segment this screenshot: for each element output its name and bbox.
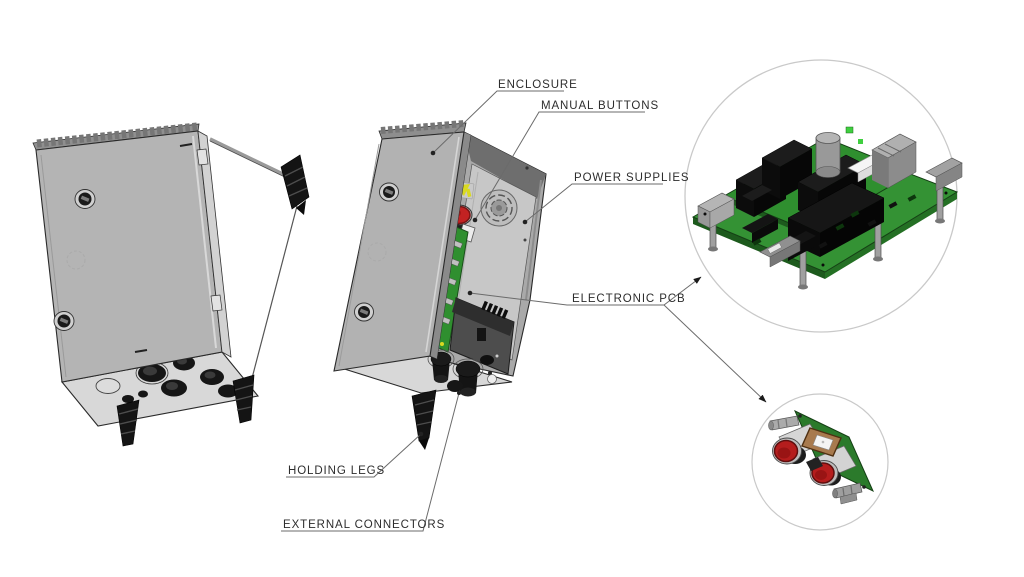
antenna-module	[801, 427, 842, 457]
label-power-supplies: POWER SUPPLIES	[574, 172, 690, 184]
push-button-1	[772, 437, 806, 465]
label-external-connectors: EXTERNAL CONNECTORS	[283, 519, 445, 531]
power-supply-block	[449, 297, 515, 375]
pcb-detail-view	[684, 59, 963, 333]
door-lock-top	[74, 189, 96, 209]
push-button-2	[809, 460, 841, 486]
holding-leg-rear	[232, 374, 255, 424]
leader-manual-buttons	[472, 111, 645, 223]
label-manual-buttons: MANUAL BUTTONS	[541, 100, 659, 112]
door-knockout-mark-open	[367, 242, 387, 262]
label-electronic-pcb: ELECTRONIC PCB	[572, 293, 686, 305]
door-lock-bottom-open	[354, 302, 374, 322]
connector-pin-cylinder	[832, 482, 863, 505]
standoff-cylinder-top	[768, 415, 800, 431]
door-lock-top-open	[379, 182, 399, 202]
button-pcb-detail-view	[751, 393, 889, 531]
leader-enclosure	[430, 90, 564, 156]
shell-top-shadow	[464, 132, 546, 199]
capacitor	[815, 132, 841, 178]
leader-power-supplies	[522, 183, 663, 225]
holding-leg-top-right	[280, 154, 310, 215]
label-enclosure: ENCLOSURE	[498, 79, 578, 91]
hinge-strip	[196, 130, 232, 358]
door-lock-bottom	[53, 311, 75, 331]
leader-electronic-pcb	[467, 276, 767, 403]
serial-connector	[759, 235, 801, 268]
pcb-components	[697, 126, 963, 268]
label-holding-legs: HOLDING LEGS	[288, 465, 385, 477]
fan-vent	[480, 189, 518, 227]
open-enclosure-view	[333, 120, 547, 450]
callout-labels: ENCLOSURE MANUAL BUTTONS POWER SUPPLIES …	[283, 79, 690, 531]
closed-enclosure-view	[32, 122, 310, 447]
callout-leaders	[281, 90, 767, 532]
bottom-hole	[487, 374, 497, 384]
leader-holding-legs	[286, 431, 424, 478]
leader-external-connectors	[281, 391, 461, 532]
holding-leg-open-view	[411, 389, 437, 450]
door-knockout-mark	[66, 250, 86, 270]
back-panel-edge	[250, 205, 298, 383]
holding-leg-front	[116, 399, 140, 447]
mounting-rod	[209, 137, 290, 179]
enclosure-door	[35, 130, 223, 383]
external-connectors	[427, 349, 494, 397]
heatsink	[871, 133, 917, 189]
